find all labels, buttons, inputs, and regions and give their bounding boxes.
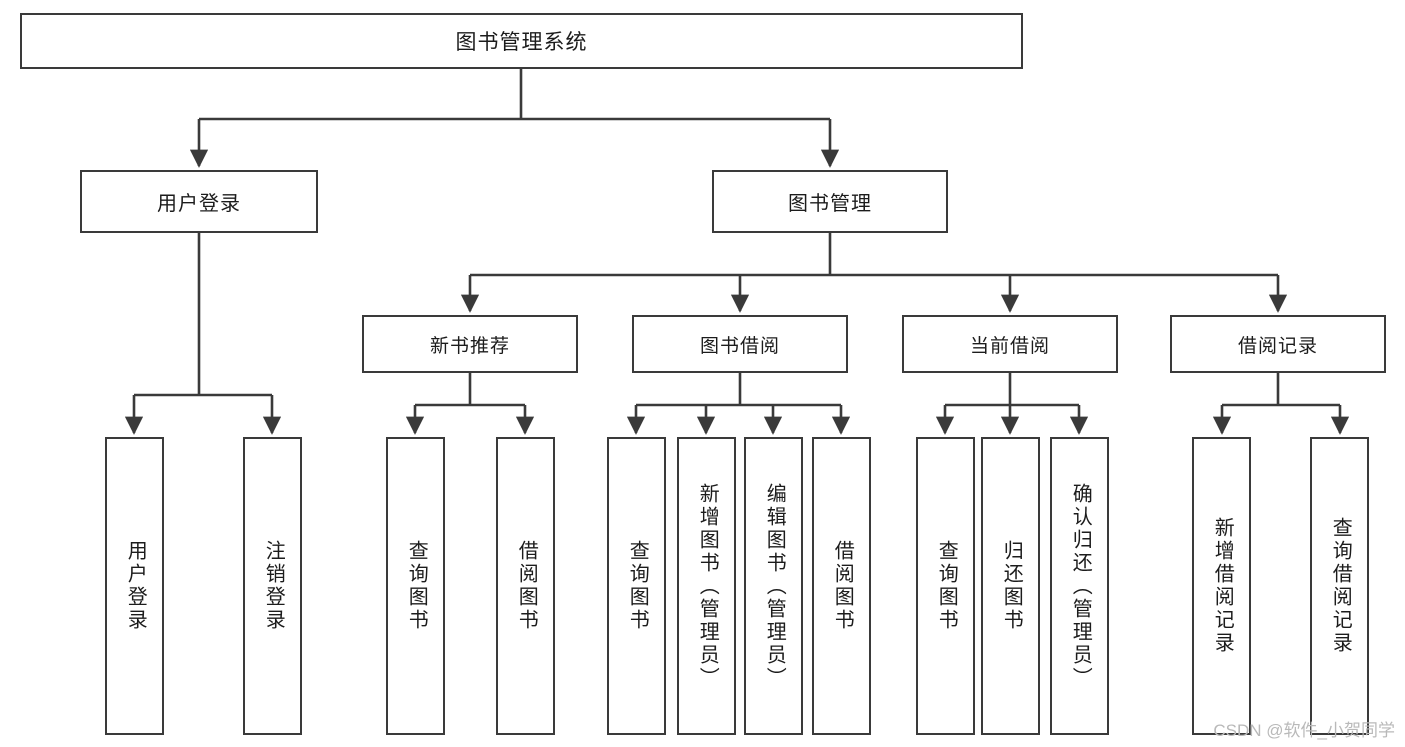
leaf-label: 用户登录 xyxy=(124,540,147,632)
leaf-label: 编辑图书（管理员） xyxy=(763,482,786,690)
node-label: 用户登录 xyxy=(157,193,241,215)
node-current-borrow[interactable]: 当前借阅 xyxy=(902,315,1118,373)
leaf-borrow-book[interactable]: 借阅图书 xyxy=(812,437,871,735)
node-label: 图书管理 xyxy=(788,193,872,215)
leaf-confirm-return-admin[interactable]: 确认归还（管理员） xyxy=(1050,437,1109,735)
node-label: 借阅记录 xyxy=(1237,335,1318,357)
leaf-label: 借阅图书 xyxy=(831,540,854,632)
leaf-label: 查询图书 xyxy=(935,540,958,632)
leaf-label: 注销登录 xyxy=(262,540,285,632)
leaf-query-book-current[interactable]: 查询图书 xyxy=(916,437,975,735)
leaf-label: 确认归还（管理员） xyxy=(1069,482,1092,690)
leaf-add-book-admin[interactable]: 新增图书（管理员） xyxy=(677,437,736,735)
leaf-label: 查询图书 xyxy=(405,540,428,632)
leaf-label: 归还图书 xyxy=(1000,540,1023,632)
leaf-user-login[interactable]: 用户登录 xyxy=(105,437,164,735)
node-label: 图书管理系统 xyxy=(455,31,588,54)
leaf-query-book[interactable]: 查询图书 xyxy=(607,437,666,735)
leaf-return-book[interactable]: 归还图书 xyxy=(981,437,1040,735)
leaf-label: 新增图书（管理员） xyxy=(696,482,719,690)
node-label: 新书推荐 xyxy=(429,335,510,357)
node-book-borrow[interactable]: 图书借阅 xyxy=(632,315,848,373)
node-borrow-record[interactable]: 借阅记录 xyxy=(1170,315,1386,373)
leaf-edit-book-admin[interactable]: 编辑图书（管理员） xyxy=(744,437,803,735)
leaf-query-borrow-record[interactable]: 查询借阅记录 xyxy=(1310,437,1369,735)
leaf-label: 查询借阅记录 xyxy=(1329,517,1352,655)
node-new-book-recommend[interactable]: 新书推荐 xyxy=(362,315,578,373)
node-label: 图书借阅 xyxy=(699,335,780,357)
leaf-borrow-book-recommend[interactable]: 借阅图书 xyxy=(496,437,555,735)
leaf-logout[interactable]: 注销登录 xyxy=(243,437,302,735)
leaf-label: 借阅图书 xyxy=(515,540,538,632)
node-book-management[interactable]: 图书管理 xyxy=(712,170,948,233)
node-user-login[interactable]: 用户登录 xyxy=(80,170,318,233)
leaf-label: 新增借阅记录 xyxy=(1211,517,1234,655)
node-label: 当前借阅 xyxy=(969,335,1050,357)
leaf-add-borrow-record[interactable]: 新增借阅记录 xyxy=(1192,437,1251,735)
node-root-book-management-system[interactable]: 图书管理系统 xyxy=(20,13,1023,69)
leaf-label: 查询图书 xyxy=(626,540,649,632)
leaf-query-book-recommend[interactable]: 查询图书 xyxy=(386,437,445,735)
